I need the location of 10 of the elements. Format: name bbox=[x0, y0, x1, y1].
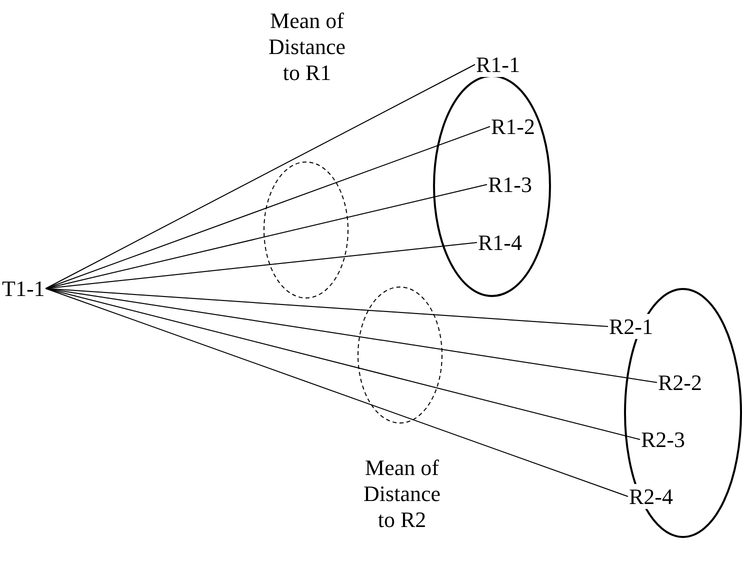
annotation-text: Mean of Distance to R2 bbox=[362, 455, 442, 533]
connector-line bbox=[45, 126, 490, 289]
connector-line bbox=[45, 184, 488, 289]
connector-line bbox=[45, 288, 658, 383]
connector-line bbox=[45, 288, 640, 440]
annotation-text: Mean of Distance to R1 bbox=[268, 8, 346, 86]
node-label: R2-4 bbox=[629, 484, 673, 509]
node-label: R2-1 bbox=[609, 314, 653, 339]
connector-line bbox=[45, 64, 476, 289]
connector-line bbox=[45, 288, 628, 497]
